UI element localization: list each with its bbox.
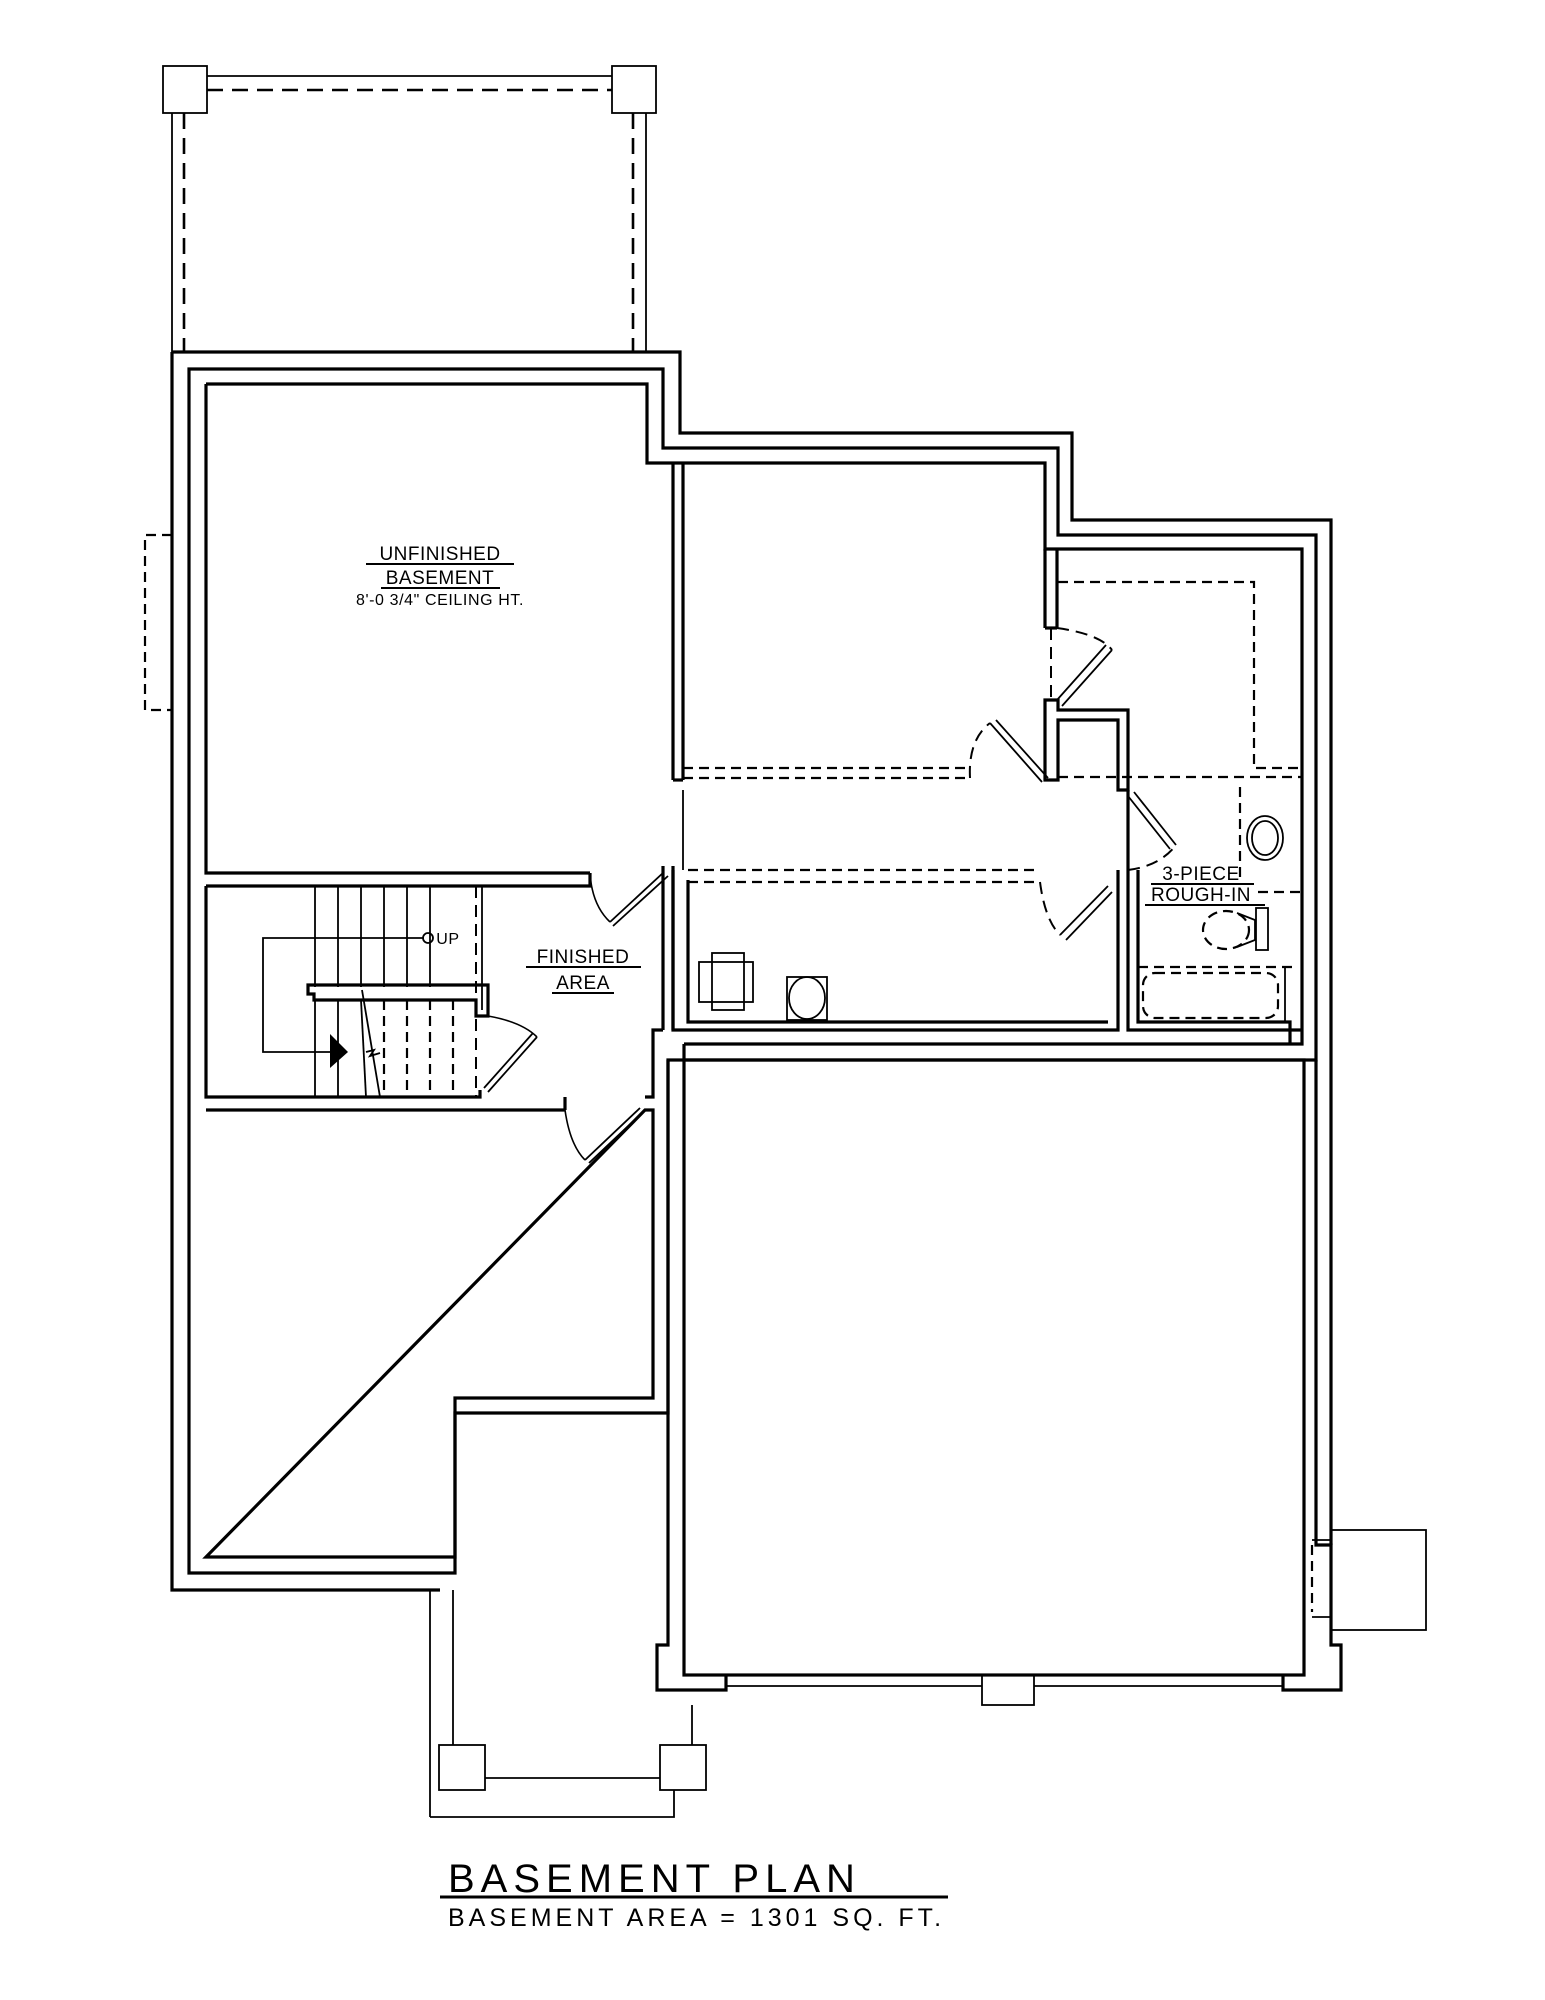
hallway bbox=[682, 719, 1177, 871]
rear-deck bbox=[162, 65, 657, 352]
furnace-icon bbox=[698, 961, 754, 1003]
stair-up-marker-icon bbox=[422, 932, 434, 944]
storage-room bbox=[1043, 549, 1302, 792]
garage-foundation bbox=[655, 1044, 1427, 1706]
unfinished-basement-label-line2: BASEMENT bbox=[386, 568, 495, 589]
window-well-left bbox=[143, 533, 172, 712]
garage-post-center bbox=[981, 1674, 1035, 1706]
finished-area-label-line1: FINISHED bbox=[537, 947, 630, 968]
bathroom-rough-in bbox=[1126, 787, 1302, 1044]
room-labels: UNFINISHED BASEMENT 8'-0 3/4" CEILING HT… bbox=[356, 544, 1265, 994]
stair-area bbox=[204, 866, 675, 1164]
bathtub-icon bbox=[1141, 971, 1280, 1020]
lower-unfinished-room bbox=[202, 1108, 655, 1559]
bathroom-label-line1: 3-PIECE bbox=[1162, 864, 1239, 885]
bathroom-label-line2: ROUGH-IN bbox=[1151, 885, 1251, 906]
stair-arrow-icon bbox=[330, 1034, 348, 1068]
finished-area-label-line2: AREA bbox=[556, 973, 610, 994]
mechanical-room bbox=[671, 868, 1120, 1032]
front-porch bbox=[429, 1590, 707, 1818]
drawing-subtitle: BASEMENT AREA = 1301 SQ. FT. bbox=[448, 1904, 945, 1932]
title-block: BASEMENT PLAN BASEMENT AREA = 1301 SQ. F… bbox=[440, 1857, 948, 1932]
stair-up-label: UP bbox=[436, 931, 459, 948]
unfinished-basement-room bbox=[204, 384, 685, 875]
stair-treads bbox=[314, 886, 483, 1098]
side-bump-out bbox=[1330, 1529, 1427, 1631]
porch-post-right bbox=[659, 1744, 707, 1791]
stair-direction-line bbox=[262, 937, 424, 1053]
shower-drain-icon bbox=[1246, 815, 1284, 861]
drawing-title: BASEMENT PLAN bbox=[448, 1857, 861, 1901]
deck-post-right bbox=[611, 65, 657, 114]
deck-post-left bbox=[162, 65, 208, 114]
ceiling-height-note: 8'-0 3/4" CEILING HT. bbox=[356, 592, 524, 609]
toilet-icon bbox=[1201, 909, 1251, 951]
porch-post-left bbox=[438, 1744, 486, 1791]
unfinished-basement-label-line1: UNFINISHED bbox=[379, 544, 500, 565]
foundation-walls bbox=[170, 350, 1333, 1592]
